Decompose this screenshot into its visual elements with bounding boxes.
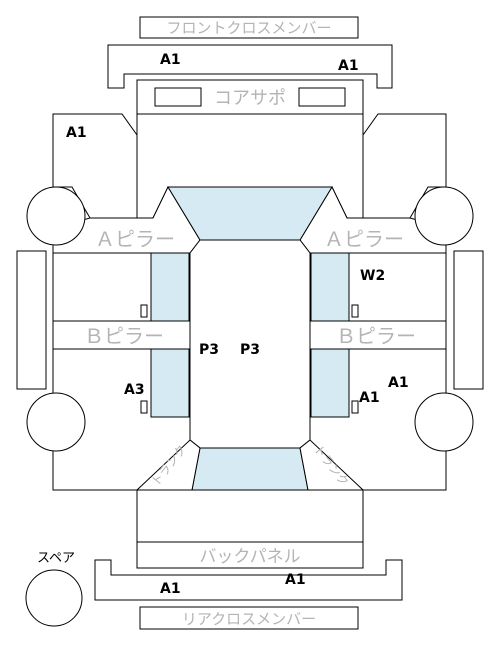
spare-label: スペア (37, 551, 75, 566)
right-b-pillar-band (309, 320, 447, 350)
marker-left-rear (140, 400, 148, 414)
rear-window (191, 447, 309, 491)
grade-front-member-left: A1 (160, 52, 181, 68)
grade-front-member-right: A1 (338, 58, 359, 74)
rear-cross-member-box (139, 606, 359, 630)
left-front-glass (150, 252, 190, 322)
rear-cross-member (94, 559, 403, 601)
core-support-left-hole (154, 87, 202, 107)
marker-right-rear (351, 400, 359, 414)
rear-right-wheel (414, 392, 474, 452)
rear-left-wheel (26, 392, 86, 452)
core-support-label: コアサポ (214, 88, 286, 109)
left-b-pillar-band (52, 320, 191, 350)
grade-left-front-side: A1 (66, 125, 87, 141)
marker-right-front (351, 304, 359, 318)
front-cross-member-label: フロントクロスメンバー (166, 19, 331, 37)
grade-floor-right: P3 (240, 342, 260, 358)
front-cross-member (107, 44, 393, 89)
grade-left-center-lower: A3 (124, 382, 145, 398)
trunk-lid (136, 489, 364, 543)
left-side-skirt (16, 250, 47, 390)
core-support-right-hole (298, 87, 346, 107)
back-panel (136, 541, 364, 569)
grade-right-center-upper: W2 (360, 268, 385, 284)
right-rear-glass (310, 348, 350, 418)
rear-cross-member-label: リアクロスメンバー (182, 610, 316, 628)
grade-rear-member-left: A1 (160, 581, 181, 597)
left-rear-glass (150, 348, 190, 418)
grade-floor-left: P3 (199, 342, 219, 358)
grade-right-center-lower-a: A1 (388, 375, 409, 391)
back-panel-label: バックパネル (199, 547, 300, 567)
a-pillar-left-label: Ａピラー (95, 227, 175, 251)
b-pillar-right-label: Ｂピラー (336, 324, 416, 348)
b-pillar-left-label: Ｂピラー (84, 324, 164, 348)
right-front-glass (310, 252, 350, 322)
a-pillar-right-label: Ａピラー (324, 227, 404, 251)
right-side-skirt (453, 250, 484, 390)
marker-left-front (140, 304, 148, 318)
front-right-wheel (414, 186, 474, 246)
grade-right-center-lower-b: A1 (359, 390, 380, 406)
front-cross-member-box (139, 16, 359, 39)
spare-tire (25, 569, 83, 627)
front-left-wheel (26, 186, 86, 246)
grade-rear-member-right: A1 (285, 572, 306, 588)
